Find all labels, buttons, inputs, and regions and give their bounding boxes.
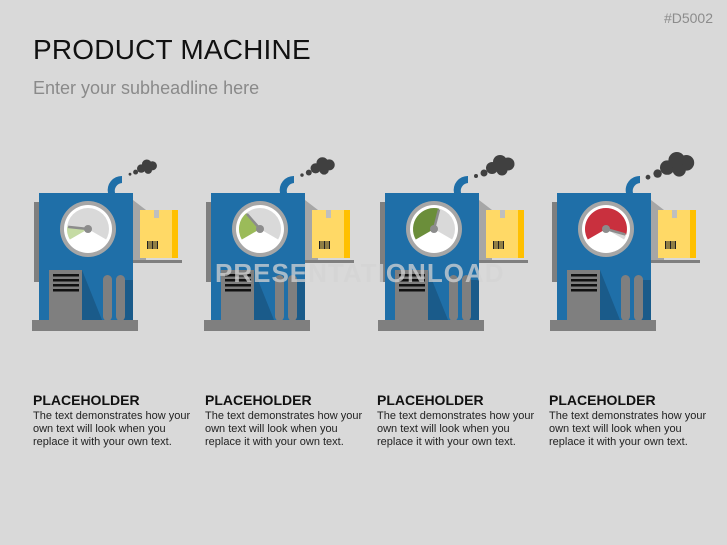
body-shadow	[82, 270, 102, 320]
vent-grille	[225, 274, 251, 292]
smoke-cloud	[474, 155, 515, 178]
gauge	[578, 201, 634, 257]
vent-grille	[399, 274, 425, 292]
pipe-shadow	[468, 280, 479, 320]
pipe	[116, 275, 125, 321]
machine-side-panel	[552, 202, 558, 282]
machine-side-panel	[380, 202, 386, 282]
machine-base	[32, 320, 138, 331]
smoke-cloud	[128, 159, 157, 176]
page-subtitle: Enter your subheadline here	[33, 78, 260, 98]
column-heading: PLACEHOLDER	[377, 392, 484, 408]
column-text: The text demonstrates how your own text …	[377, 410, 535, 448]
smoke-cloud	[300, 157, 335, 177]
body-shadow	[600, 270, 620, 320]
chimney-pipe	[279, 175, 294, 193]
machine-door	[49, 270, 82, 321]
barcode-icon	[319, 241, 330, 249]
machine-base	[550, 320, 656, 331]
column-text: The text demonstrates how your own text …	[33, 410, 191, 448]
barcode-icon	[665, 241, 676, 249]
gauge-safe-sector	[69, 229, 107, 251]
gauge	[406, 201, 462, 257]
package-tape	[326, 210, 331, 218]
gauge-safe-sector	[415, 229, 453, 251]
package-box-side	[172, 210, 178, 258]
gauge-safe-sector	[241, 229, 279, 251]
pipe	[275, 275, 284, 321]
machine-3	[376, 140, 548, 340]
pipe	[621, 275, 630, 321]
machine-door	[567, 270, 600, 321]
text-column-3: PLACEHOLDER The text demonstrates how yo…	[377, 392, 537, 449]
conveyor-shelf	[133, 260, 182, 263]
machine-door	[221, 270, 254, 321]
conveyor-shelf	[479, 260, 528, 263]
machine-side-panel	[206, 202, 212, 282]
body-shadow	[254, 270, 274, 320]
column-heading: PLACEHOLDER	[549, 392, 656, 408]
column-heading: PLACEHOLDER	[205, 392, 312, 408]
body-shadow	[428, 270, 448, 320]
chimney-pipe	[453, 175, 468, 193]
column-text: The text demonstrates how your own text …	[549, 410, 707, 448]
pipe-shadow	[640, 280, 651, 320]
package-box-side	[690, 210, 696, 258]
package-tape	[672, 210, 677, 218]
pipe	[288, 275, 297, 321]
text-column-4: PLACEHOLDER The text demonstrates how yo…	[549, 392, 709, 449]
chimney-pipe	[107, 175, 122, 193]
pipe	[103, 275, 112, 321]
conveyor-shelf	[651, 260, 700, 263]
package-tape	[500, 210, 505, 218]
chimney-pipe	[625, 175, 640, 193]
machine-4	[548, 140, 720, 340]
machine-base	[378, 320, 484, 331]
text-column-2: PLACEHOLDER The text demonstrates how yo…	[205, 392, 365, 449]
vent-grille	[571, 274, 597, 292]
column-text: The text demonstrates how your own text …	[205, 410, 363, 448]
pipe	[449, 275, 458, 321]
machine-2	[202, 140, 374, 340]
package-tape	[154, 210, 159, 218]
pipe	[634, 275, 643, 321]
package-box-side	[518, 210, 524, 258]
barcode-icon	[493, 241, 504, 249]
gauge	[232, 201, 288, 257]
package-box-side	[344, 210, 350, 258]
machine-1	[30, 140, 202, 340]
pipe-shadow	[294, 280, 305, 320]
vent-grille	[53, 274, 79, 292]
pipe-shadow	[122, 280, 133, 320]
machine-door	[395, 270, 428, 321]
slide-id-tag: #D5002	[663, 10, 713, 26]
gauge-level-sector	[66, 226, 88, 240]
machine-base	[204, 320, 310, 331]
gauge	[60, 201, 116, 257]
gauge-level-sector	[238, 213, 260, 240]
conveyor-shelf	[305, 260, 354, 263]
gauge-safe-sector	[587, 229, 625, 251]
column-heading: PLACEHOLDER	[33, 392, 140, 408]
machine-side-panel	[34, 202, 40, 282]
smoke-cloud	[645, 152, 695, 180]
gauge-level-sector	[413, 208, 440, 240]
text-column-1: PLACEHOLDER The text demonstrates how yo…	[33, 392, 193, 449]
barcode-icon	[147, 241, 158, 249]
pipe	[462, 275, 471, 321]
page-title: PRODUCT MACHINE	[33, 34, 311, 65]
